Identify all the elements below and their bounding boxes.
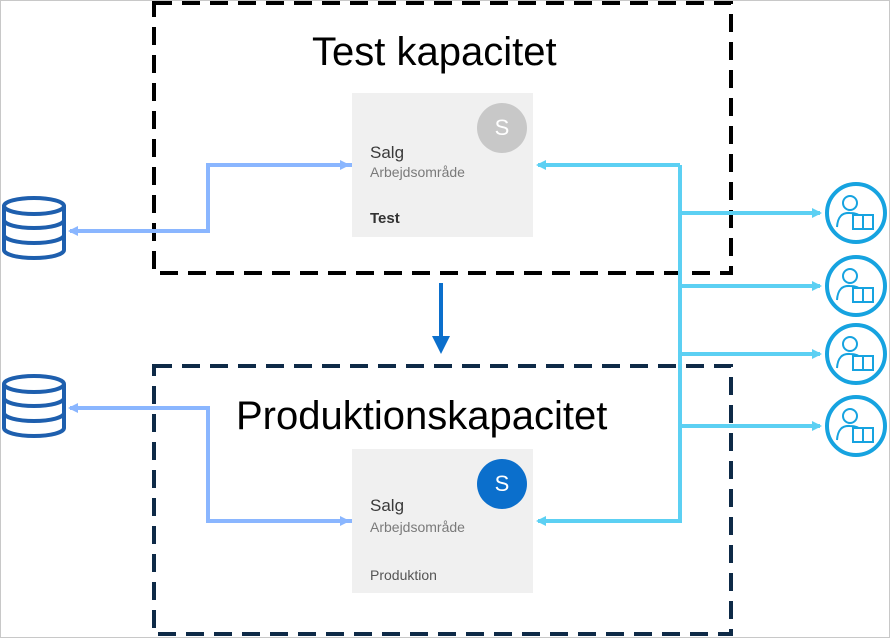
deploy-arrow: [432, 283, 450, 354]
user-connections: [536, 160, 822, 526]
workspace-title: Salg: [370, 496, 405, 515]
test-data-connection: [68, 160, 352, 236]
workspace-title: Salg: [370, 143, 405, 162]
user-report-icon: [825, 323, 887, 385]
workspace-avatar: S: [477, 459, 527, 509]
production-capacity-title: Produktionskapacitet: [236, 394, 608, 438]
user-report-icon: [825, 395, 887, 457]
production-workspace-card[interactable]: S Salg Arbejdsområde Produktion: [352, 449, 533, 593]
workspace-subtitle: Arbejdsområde: [370, 164, 465, 180]
test-capacity-border: [152, 1, 733, 275]
workspace-avatar: S: [477, 103, 527, 153]
workspace-subtitle: Arbejdsområde: [370, 519, 465, 535]
database-icon: [2, 374, 66, 438]
prod-data-connection: [68, 403, 352, 526]
production-capacity-border: [152, 364, 733, 636]
test-capacity-title: Test kapacitet: [312, 30, 557, 74]
database-icon: [2, 196, 66, 260]
workspace-tag: Produktion: [370, 567, 437, 583]
user-report-icon: [825, 182, 887, 244]
test-workspace-card[interactable]: S Salg Arbejdsområde Test: [352, 93, 533, 237]
workspace-tag: Test: [370, 210, 400, 227]
user-report-icon: [825, 255, 887, 317]
